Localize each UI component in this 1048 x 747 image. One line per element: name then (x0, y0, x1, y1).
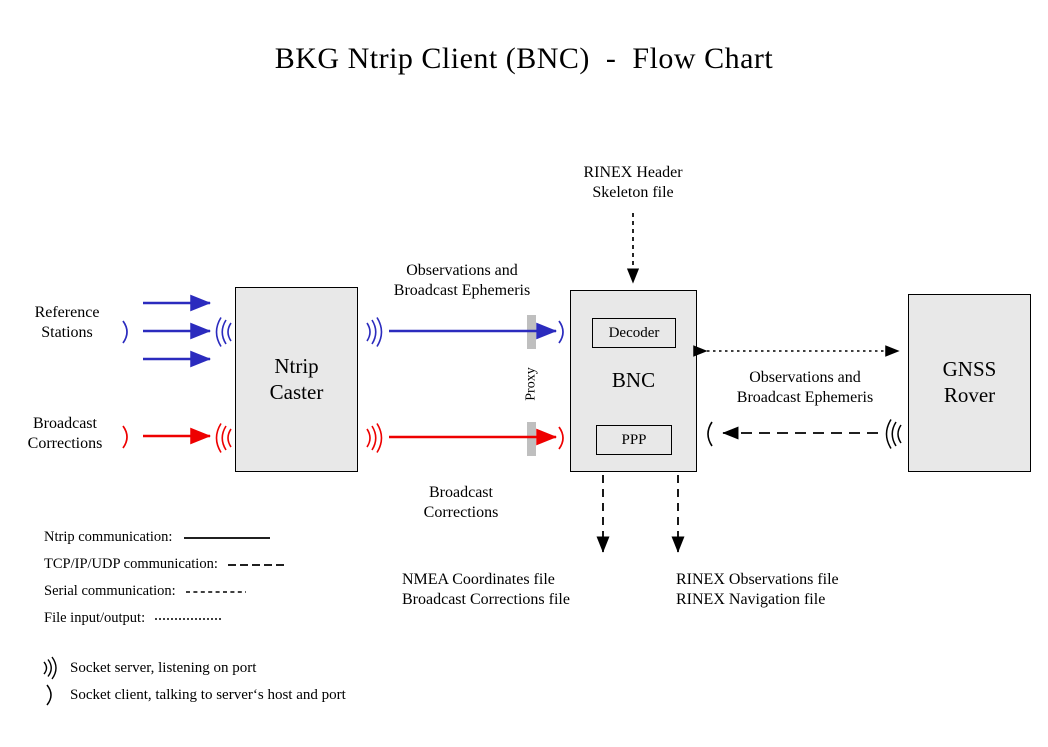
node-ppp-label: PPP (621, 431, 647, 448)
node-ppp[interactable]: PPP (596, 425, 672, 455)
legend-swatch-medium-dash (185, 590, 246, 593)
legend-label-ntrip: Ntrip communication: (44, 529, 173, 545)
node-ntrip-caster[interactable]: Ntrip Caster (235, 287, 358, 472)
legend-item-socket-client: Socket client, talking to server‘s host … (38, 681, 346, 709)
node-decoder-label: Decoder (608, 324, 660, 341)
socket-client-icon (707, 421, 713, 447)
legend-line-styles: Ntrip communication: TCP/IP/UDP communic… (44, 524, 374, 632)
legend-item-serial: Serial communication: (44, 578, 374, 605)
socket-server-icon (215, 317, 232, 347)
node-decoder[interactable]: Decoder (592, 318, 676, 348)
legend-label-tcpip: TCP/IP/UDP communication: (44, 556, 218, 572)
page-title: BKG Ntrip Client (BNC) - Flow Chart (274, 42, 774, 75)
legend-item-file-io: File input/output: (44, 605, 374, 632)
socket-client-icon (122, 320, 128, 344)
socket-server-icon (885, 419, 902, 449)
legend-label-file-io: File input/output: (44, 610, 146, 626)
label-observations-ephemeris-right: Observations and Broadcast Ephemeris (736, 369, 874, 406)
legend-item-socket-server: Socket server, listening on port (38, 655, 346, 681)
legend-swatch-fine-dot (155, 617, 222, 620)
legend-item-ntrip: Ntrip communication: (44, 524, 374, 551)
socket-server-icon (366, 317, 383, 347)
label-reference-stations: Reference Stations (34, 304, 100, 341)
node-gnss-rover[interactable]: GNSS Rover (908, 294, 1031, 472)
legend-label-socket-client: Socket client, talking to server‘s host … (70, 686, 346, 703)
node-ntrip-caster-label: Ntrip Caster (269, 353, 324, 404)
legend-swatch-long-dash (227, 563, 286, 566)
label-broadcast-corrections-source: Broadcast Corrections (27, 415, 103, 452)
label-broadcast-corrections-mid: Broadcast Corrections (423, 484, 499, 521)
legend-label-socket-server: Socket server, listening on port (70, 659, 257, 676)
label-observations-ephemeris-left: Observations and Broadcast Ephemeris (393, 262, 531, 299)
legend-socket-symbols: Socket server, listening on port Socket … (38, 655, 346, 709)
socket-client-icon (122, 425, 128, 449)
node-bnc-label: BNC (611, 368, 656, 393)
socket-client-icon (46, 684, 52, 706)
label-rinex-header-skeleton: RINEX Header Skeleton file (583, 164, 683, 201)
socket-server-icon (43, 656, 57, 680)
socket-client-icon (558, 426, 564, 450)
legend-item-tcpip: TCP/IP/UDP communication: (44, 551, 374, 578)
legend-swatch-solid (184, 536, 271, 539)
legend-label-serial: Serial communication: (44, 583, 176, 599)
node-gnss-rover-label: GNSS Rover (942, 357, 997, 407)
proxy-bar-bottom (527, 422, 536, 456)
label-rinex-output: RINEX Observations file RINEX Navigation… (676, 571, 839, 608)
label-nmea-output: NMEA Coordinates file Broadcast Correcti… (402, 571, 570, 608)
socket-server-icon (366, 423, 383, 453)
socket-server-icon (215, 423, 232, 453)
socket-client-icon (558, 320, 564, 344)
